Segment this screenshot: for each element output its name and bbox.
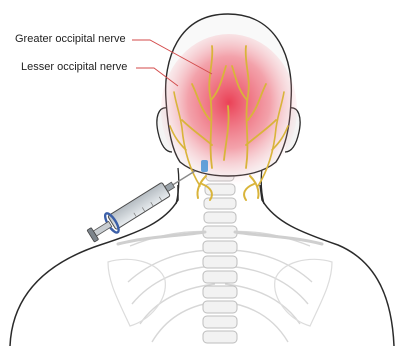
body-outline	[10, 185, 394, 346]
left-scapula	[108, 259, 165, 326]
greater-occipital-nerve-label: Greater occipital nerve	[15, 33, 126, 46]
injection-site-marker	[201, 160, 208, 172]
lesser-occipital-nerve-label: Lesser occipital nerve	[21, 61, 127, 74]
right-scapula	[275, 259, 332, 326]
spine	[203, 170, 237, 343]
